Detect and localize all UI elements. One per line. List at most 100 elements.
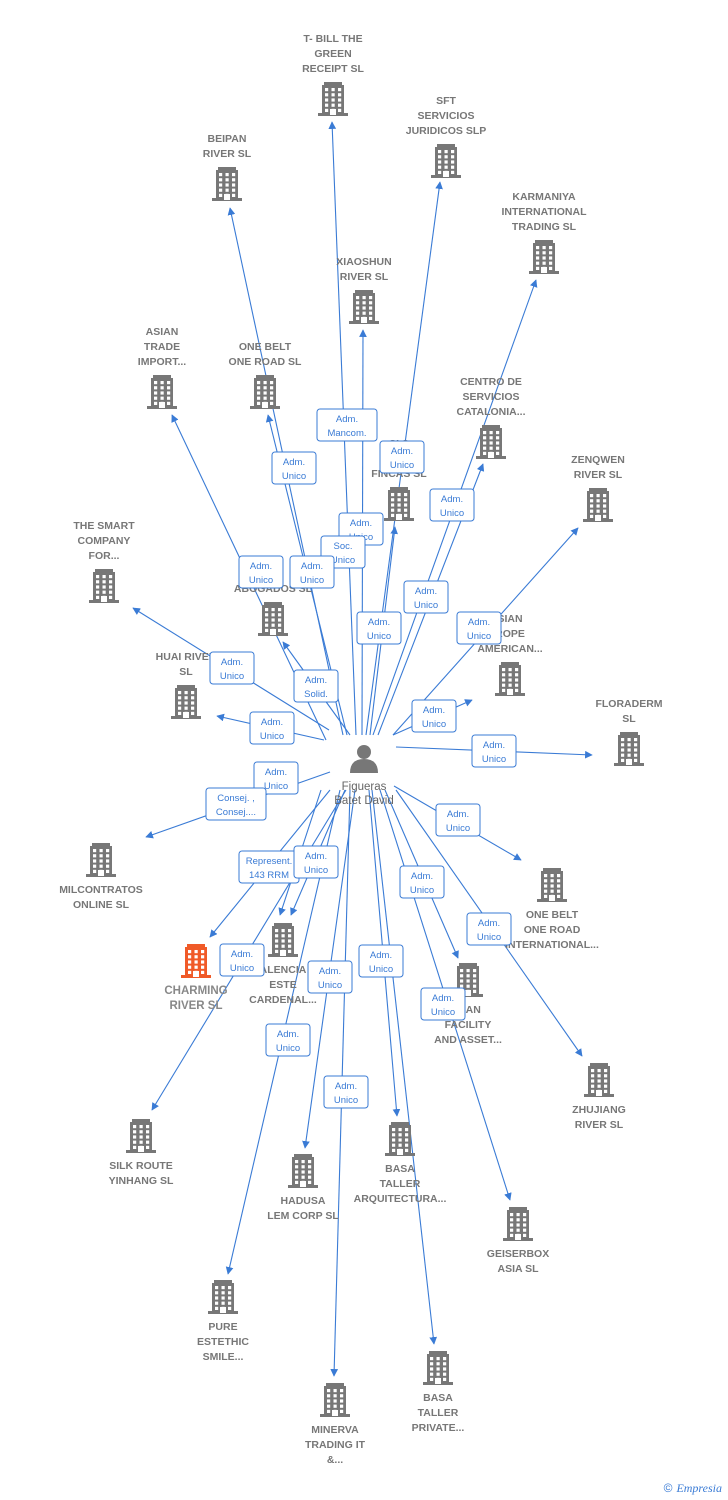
building-icon[interactable] xyxy=(529,240,559,274)
building-icon[interactable] xyxy=(171,685,201,719)
building-icon[interactable] xyxy=(86,843,116,877)
role-badge[interactable]: Consej. ,Consej.... xyxy=(205,787,267,821)
footer-brand[interactable]: ©Empresia xyxy=(664,1481,722,1496)
role-text: Unico xyxy=(264,781,288,792)
company-node-basataller2[interactable]: BASATALLERPRIVATE... xyxy=(412,1351,465,1434)
building-icon[interactable] xyxy=(431,144,461,178)
role-text: Adm. xyxy=(370,950,392,961)
role-badge[interactable]: Adm.Mancom. xyxy=(316,408,378,442)
building-icon[interactable] xyxy=(288,1154,318,1188)
role-text: Solid. xyxy=(304,689,328,700)
role-badge[interactable]: Adm.Unico xyxy=(293,845,339,879)
role-badge[interactable]: Adm.Unico xyxy=(435,803,481,837)
building-icon[interactable] xyxy=(181,944,211,978)
role-badge[interactable]: Adm.Unico xyxy=(265,1023,311,1057)
company-node-basataller1[interactable]: BASATALLERARQUITECTURA... xyxy=(354,1122,447,1205)
role-badge[interactable]: Adm.Unico xyxy=(403,580,449,614)
role-text: Unico xyxy=(276,1043,300,1054)
role-badge[interactable]: Adm.Unico xyxy=(429,488,475,522)
building-icon[interactable] xyxy=(320,1383,350,1417)
role-badge[interactable]: Adm.Unico xyxy=(411,699,457,733)
role-badge[interactable]: Adm.Unico xyxy=(249,711,295,745)
role-badge[interactable]: Adm.Unico xyxy=(356,611,402,645)
building-icon[interactable] xyxy=(583,488,613,522)
building-icon[interactable] xyxy=(476,425,506,459)
role-badge[interactable]: Adm.Unico xyxy=(399,865,445,899)
role-text: 143 RRM xyxy=(249,870,289,881)
role-badge[interactable]: Adm.Unico xyxy=(219,943,265,977)
role-badge[interactable]: Adm.Unico xyxy=(420,987,466,1021)
role-badge[interactable]: Adm.Solid. xyxy=(293,669,339,703)
building-icon[interactable] xyxy=(208,1280,238,1314)
building-icon[interactable] xyxy=(212,167,242,201)
building-icon[interactable] xyxy=(503,1207,533,1241)
role-badge[interactable]: Adm.Unico xyxy=(471,734,517,768)
company-label: SFT xyxy=(436,95,456,107)
company-node-pure[interactable]: PUREESTETHICSMILE... xyxy=(197,1280,249,1363)
company-node-valencia[interactable]: ALENCIAESTECARDENAL... xyxy=(249,923,317,1006)
building-icon[interactable] xyxy=(495,662,525,696)
role-badge[interactable]: Adm.Unico xyxy=(323,1075,369,1109)
role-badge[interactable]: Adm.Unico xyxy=(379,440,425,474)
building-icon[interactable] xyxy=(89,569,119,603)
building-icon[interactable] xyxy=(584,1063,614,1097)
role-badge[interactable]: Adm.Unico xyxy=(456,611,502,645)
company-node-asianeurope[interactable]: SIANROPEAMERICAN... xyxy=(477,613,543,696)
company-node-xiaoshun[interactable]: XIAOSHUN RIVER SL xyxy=(336,256,392,324)
company-label: RIVER SL xyxy=(340,271,389,283)
role-badge[interactable]: Adm.Unico xyxy=(271,451,317,485)
company-label: MILCONTRATOS xyxy=(59,884,143,896)
company-label: XIAOSHUN xyxy=(336,256,391,268)
building-icon[interactable] xyxy=(147,375,177,409)
company-node-smart[interactable]: THE SMARTCOMPANYFOR... xyxy=(73,520,135,603)
company-node-abogados[interactable]: ABOGADOS SL xyxy=(234,583,313,636)
building-icon[interactable] xyxy=(318,82,348,116)
role-badge[interactable]: Adm.Unico xyxy=(358,944,404,978)
role-text: Adm. xyxy=(447,809,469,820)
building-icon[interactable] xyxy=(268,923,298,957)
building-icon[interactable] xyxy=(423,1351,453,1385)
building-icon[interactable] xyxy=(537,868,567,902)
role-badge[interactable]: Adm.Unico xyxy=(466,912,512,946)
roles-layer: Adm.Mancom.Adm.UnicoAdm.UnicoAdm.UnicoAd… xyxy=(205,408,517,1109)
role-badge[interactable]: Adm.Unico xyxy=(253,761,299,795)
building-icon[interactable] xyxy=(250,375,280,409)
role-badge[interactable]: Adm.Unico xyxy=(289,555,335,589)
role-text: Unico xyxy=(334,1095,358,1106)
role-badge[interactable]: Adm.Unico xyxy=(209,651,255,685)
building-icon[interactable] xyxy=(385,1122,415,1156)
company-node-centro[interactable]: CENTRO DESERVICIOSCATALONIA... xyxy=(456,376,526,459)
building-icon[interactable] xyxy=(349,290,379,324)
role-text: Unico xyxy=(422,719,446,730)
building-icon[interactable] xyxy=(126,1119,156,1153)
role-badge[interactable]: Adm.Unico xyxy=(238,555,284,589)
building-icon[interactable] xyxy=(384,487,414,521)
role-badge[interactable]: Represent.143 RRM xyxy=(238,850,300,884)
building-icon[interactable] xyxy=(258,602,288,636)
company-label: T- BILL THE xyxy=(303,33,362,45)
company-label: &... xyxy=(327,1454,343,1466)
role-text: Adm. xyxy=(391,446,413,457)
company-node-asiantrade[interactable]: ASIANTRADEIMPORT... xyxy=(138,326,187,409)
building-icon[interactable] xyxy=(614,732,644,766)
person-icon[interactable] xyxy=(350,745,378,773)
role-badge[interactable]: Adm.Unico xyxy=(307,960,353,994)
